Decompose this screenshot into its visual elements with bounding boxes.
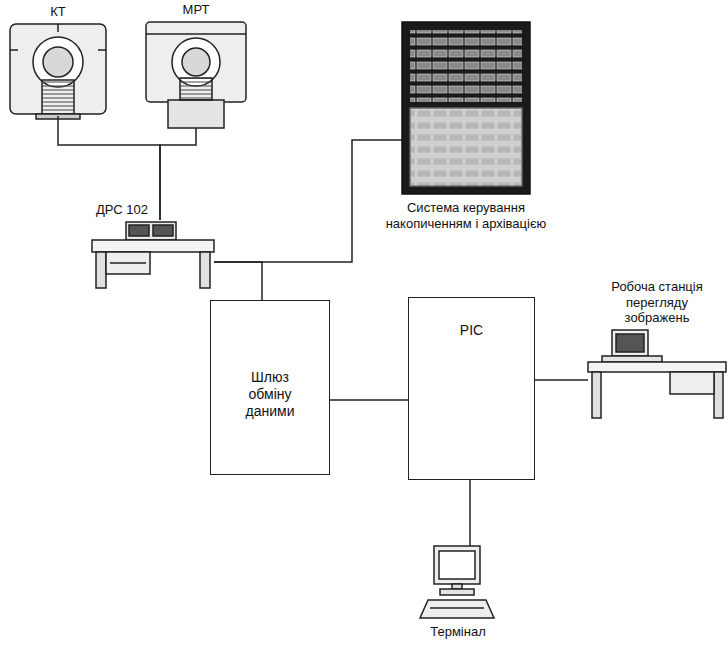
network-link: [214, 262, 262, 300]
mri-scanner-node: МРТ: [146, 22, 246, 128]
drs-console-node: ДРС 102: [92, 220, 214, 290]
device-label: ДРС 102: [96, 202, 176, 218]
ct-scanner: [10, 24, 106, 119]
network-link: [535, 379, 588, 381]
device-label: Термінал: [413, 624, 503, 640]
network-link: [160, 128, 196, 220]
ris-box: РІС: [408, 297, 535, 480]
workstation-node: Робоча станція перегляду зображень: [588, 330, 726, 420]
mri-scanner: [146, 22, 246, 128]
network-link: [469, 480, 471, 546]
network-link: [214, 140, 402, 262]
ct-scanner-node: КТ: [10, 24, 106, 116]
device-label: МРТ: [166, 2, 226, 18]
storage-rack: [402, 22, 530, 194]
device-label: Система керування накопиченням і архівац…: [371, 200, 561, 231]
terminal-node: Термінал: [422, 546, 494, 618]
gateway-box: Шлюз обміну даними: [210, 300, 330, 475]
viewing-workstation: [588, 330, 726, 418]
archive-system-node: Система керування накопиченням і архівац…: [402, 22, 530, 194]
network-link: [330, 399, 408, 401]
drs-console: [92, 222, 214, 288]
box-label: РІС: [422, 322, 522, 479]
terminal-computer: [420, 546, 494, 618]
device-label: Робоча станція перегляду зображень: [601, 279, 713, 326]
box-label: Шлюз обміну даними: [230, 369, 310, 474]
device-label: КТ: [28, 4, 88, 20]
